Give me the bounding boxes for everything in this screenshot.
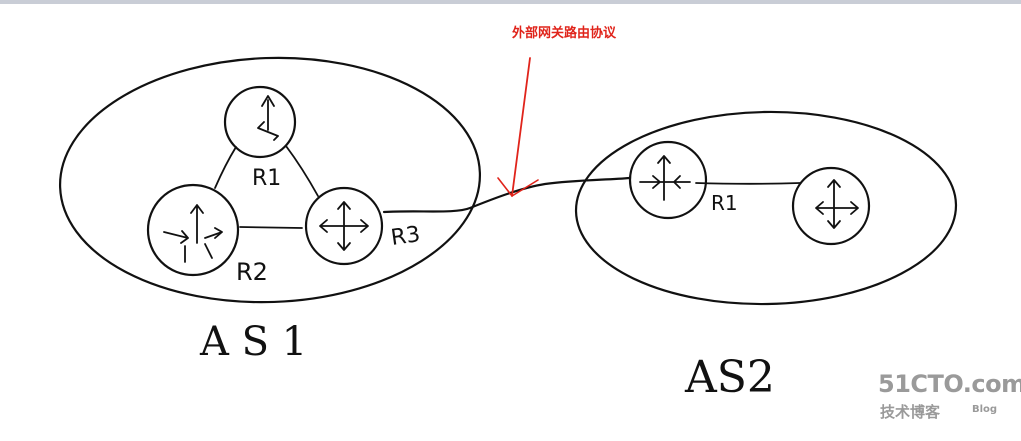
router-as2-r2-circle [791,166,871,246]
annotation-arrow-head [497,177,539,197]
link-as1-as2 [382,176,632,214]
as1-r1-label: R1 [252,166,281,191]
router-as1-r3-circle [304,186,384,266]
router-as1-r1 [223,85,297,159]
link-r2-r3 [239,226,303,229]
router-as2-r2 [791,166,871,246]
as1-label: A S 1 [199,319,307,365]
as2-r1-label: R1 [711,191,738,215]
link-r1-r3 [285,145,319,197]
as1-r2-label: R2 [236,258,268,286]
as2-boundary [574,110,958,306]
router-as1-r2 [146,183,240,277]
annotation-arrow [497,57,539,197]
router-as1-r2-icon [163,204,223,263]
router-as2-r1 [628,140,708,220]
router-as2-r2-icon [815,179,859,229]
router-as1-r2-circle [146,183,240,277]
router-as2-r1-icon [639,155,691,201]
annotation-arrow-shaft [511,57,531,197]
router-as1-r1-circle [223,85,297,159]
router-as1-r1-icon [257,95,279,141]
router-as2-r1-circle [628,140,708,220]
router-as1-r3 [304,186,384,266]
as1-r3-label: R3 [389,222,421,251]
as1-boundary [58,56,482,304]
link-as2-r1-r2 [695,182,801,185]
watermark-caption: 技术博客 [880,403,941,421]
router-as1-r3-icon [319,201,369,251]
watermark-site: 51CTO.com [878,370,1021,398]
annotation-text: 外部网关路由协议 [511,25,617,41]
watermark: 51CTO.com 技术博客 Blog [878,370,1021,421]
as2-label: AS2 [684,352,775,403]
window-top-edge [0,0,1021,4]
watermark-tag: Blog [972,404,997,415]
link-r1-r2 [214,146,237,189]
